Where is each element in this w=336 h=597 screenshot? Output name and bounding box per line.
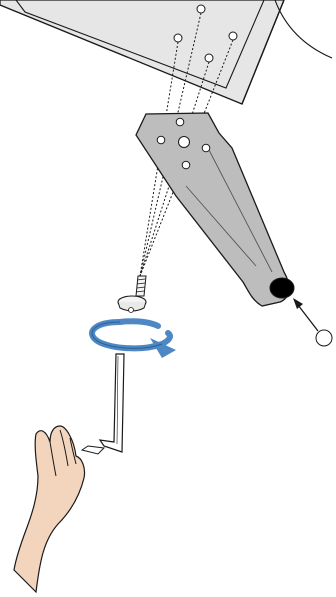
screw <box>118 276 146 313</box>
mounting-bracket <box>136 113 294 306</box>
rotation-arrow-icon <box>92 321 176 358</box>
bracket-hole-3 <box>202 144 210 152</box>
monitor-hole-4 <box>205 54 213 62</box>
rubber-foot <box>270 278 294 298</box>
hex-key <box>82 354 124 454</box>
bracket-hole-4 <box>182 161 190 169</box>
bracket-center-hole <box>179 137 190 148</box>
hand <box>14 426 85 592</box>
foot-arrow <box>293 298 332 346</box>
bracket-hole-2 <box>157 136 165 144</box>
monitor-base <box>0 0 332 104</box>
monitor-hole-2 <box>174 34 182 42</box>
bracket-hole-1 <box>176 118 184 126</box>
callout-circle <box>316 330 332 346</box>
monitor-hole-3 <box>229 32 237 40</box>
monitor-hole-1 <box>197 5 205 13</box>
